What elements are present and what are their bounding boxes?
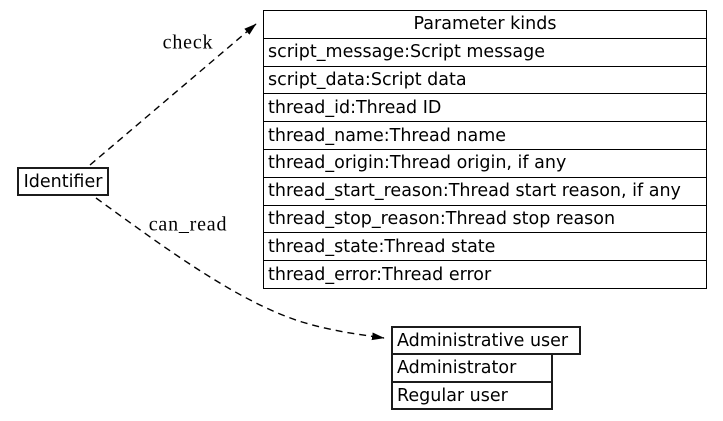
node-administrator: Administrator	[391, 353, 553, 383]
table-row: thread_id:Thread ID	[264, 93, 706, 121]
node-parameter-kinds: Parameter kinds script_message:Script me…	[263, 10, 707, 289]
table-row: thread_stop_reason:Thread stop reason	[264, 204, 706, 233]
admin-stack-row-label: Administrative user	[397, 330, 569, 351]
table-row: thread_start_reason:Thread start reason,…	[264, 176, 706, 205]
node-administrative-user: Administrative user	[391, 326, 581, 355]
table-row: script_message:Script message	[264, 37, 706, 66]
node-identifier: Identifier	[17, 167, 109, 196]
edge-label-can-read: can_read	[148, 213, 228, 236]
table-row: script_data:Script data	[264, 65, 706, 94]
table-row: thread_name:Thread name	[264, 121, 706, 149]
table-row: thread_state:Thread state	[264, 232, 706, 260]
admin-stack-row-label: Regular user	[397, 385, 508, 406]
node-identifier-label: Identifier	[23, 171, 103, 192]
node-regular-user: Regular user	[391, 381, 553, 410]
table-row: thread_origin:Thread origin, if any	[264, 148, 706, 177]
admin-stack-row-label: Administrator	[397, 358, 517, 378]
edge-label-check: check	[162, 31, 214, 54]
table-row: thread_error:Thread error	[264, 260, 706, 288]
parameter-kinds-header: Parameter kinds	[413, 14, 557, 35]
